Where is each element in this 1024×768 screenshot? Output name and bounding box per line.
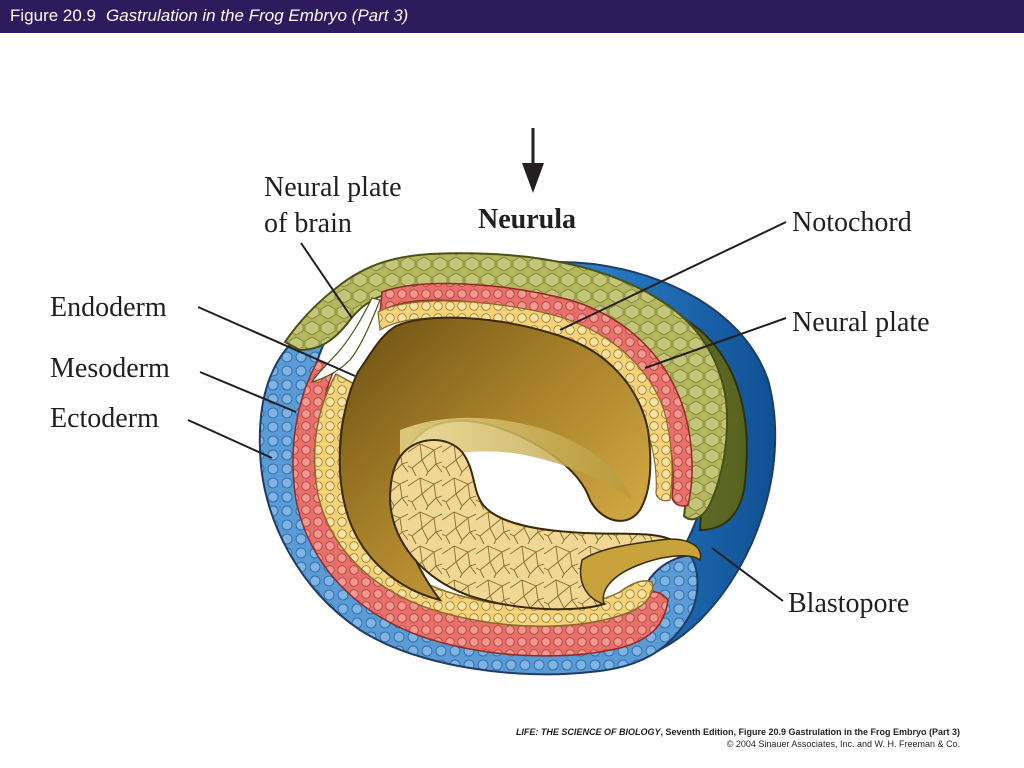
label-neural-plate-of-brain-line2: of brain — [264, 208, 352, 239]
figure-title: Gastrulation in the Frog Embryo (Part 3) — [106, 6, 409, 25]
leader-lines — [187, 221, 787, 602]
leader-neural-plate — [644, 317, 787, 369]
blastopore-lip — [579, 538, 702, 606]
cavity-roof-shade — [400, 417, 632, 500]
neural-fold — [310, 297, 381, 384]
leader-endoderm — [197, 306, 356, 377]
title-bar: Figure 20.9 Gastrulation in the Frog Embr… — [0, 0, 1024, 33]
leader-blastopore — [711, 547, 784, 602]
label-neural-plate: Neural plate — [792, 307, 930, 338]
leader-ectoderm — [187, 419, 273, 459]
label-ectoderm: Ectoderm — [50, 403, 159, 434]
label-endoderm: Endoderm — [50, 292, 167, 323]
label-mesoderm: Mesoderm — [50, 353, 170, 384]
arrow-icon — [522, 128, 544, 193]
stage-label: Neurula — [478, 204, 576, 235]
label-neural-plate-of-brain-line1: Neural plate — [264, 172, 402, 203]
archenteron-cavity — [338, 316, 652, 602]
footer-credit: LIFE: THE SCIENCE OF BIOLOGY, Seventh Ed… — [516, 727, 960, 749]
footer-edition-figure: , Seventh Edition, Figure 20.9 Gastrulat… — [660, 727, 960, 737]
figure-number: Figure 20.9 — [10, 6, 96, 25]
leader-notochord — [559, 221, 787, 331]
label-blastopore: Blastopore — [788, 588, 909, 619]
footer-book-title: LIFE: THE SCIENCE OF BIOLOGY — [515, 727, 661, 737]
label-notochord: Notochord — [792, 207, 912, 238]
footer-copyright: © 2004 Sinauer Associates, Inc. and W. H… — [726, 739, 960, 749]
leader-neural-plate-of-brain — [300, 242, 353, 319]
leader-mesoderm — [199, 371, 297, 413]
footer-citation: LIFE: THE SCIENCE OF BIOLOGY, Seventh Ed… — [516, 727, 960, 737]
